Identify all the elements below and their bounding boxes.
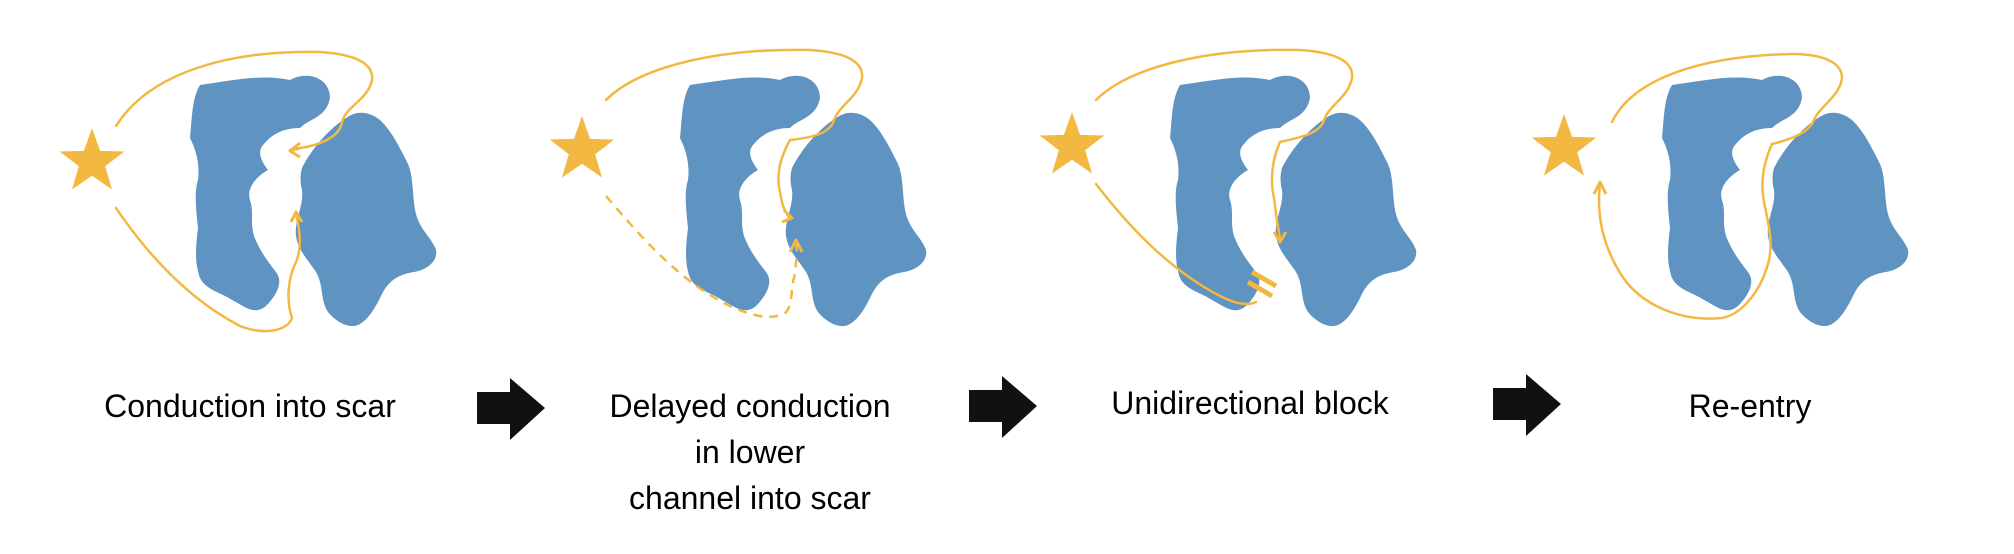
reentry-circuit-loop — [1597, 142, 1774, 320]
step-1-caption: Conduction into scar — [60, 383, 440, 429]
caption-line: channel into scar — [629, 480, 871, 516]
arrow-right-icon — [477, 378, 545, 440]
lower-channel-arrow — [289, 210, 304, 223]
activation-wavefront-upper — [1094, 48, 1354, 240]
arrow-right-icon — [1493, 374, 1561, 436]
caption-line: Unidirectional block — [1111, 385, 1389, 421]
caption-line: in lower — [694, 434, 806, 470]
star-icon — [1039, 112, 1105, 174]
scar-lower-region — [785, 112, 927, 327]
activation-wavefront-lower — [1094, 182, 1258, 306]
caption-line: Delayed conduction — [609, 388, 891, 424]
scar-lower-region — [1767, 112, 1909, 327]
scar-lower-region — [1275, 112, 1417, 327]
caption-line: Conduction into scar — [104, 388, 396, 424]
delayed-wavefront-lower — [605, 195, 799, 318]
step-2-caption: Delayed conduction in lower channel into… — [560, 383, 940, 521]
star-icon — [59, 128, 125, 190]
lower-channel-arrow — [788, 238, 804, 253]
step-4-caption: Re-entry — [1560, 383, 1940, 429]
upper-channel-arrow — [781, 208, 794, 224]
panel-1-conduction-into-scar — [59, 50, 437, 333]
upper-channel-arrow — [1272, 231, 1288, 244]
activation-wavefront-upper — [604, 48, 864, 220]
reentry-wavefront-upper — [1610, 52, 1844, 146]
caption-line: Re-entry — [1688, 388, 1812, 424]
star-icon — [1531, 114, 1597, 176]
step-3-caption: Unidirectional block — [1060, 380, 1440, 426]
star-icon — [549, 116, 615, 178]
panel-2-delayed-conduction — [549, 48, 927, 327]
panel-4-re-entry — [1531, 52, 1909, 327]
activation-wavefront-lower — [114, 206, 301, 333]
panel-3-unidirectional-block — [1039, 48, 1417, 327]
reentry-arrow — [1592, 180, 1608, 195]
upper-channel-arrow — [288, 141, 301, 159]
conduction-block-marker — [1246, 269, 1278, 299]
arrow-right-icon — [969, 376, 1037, 438]
